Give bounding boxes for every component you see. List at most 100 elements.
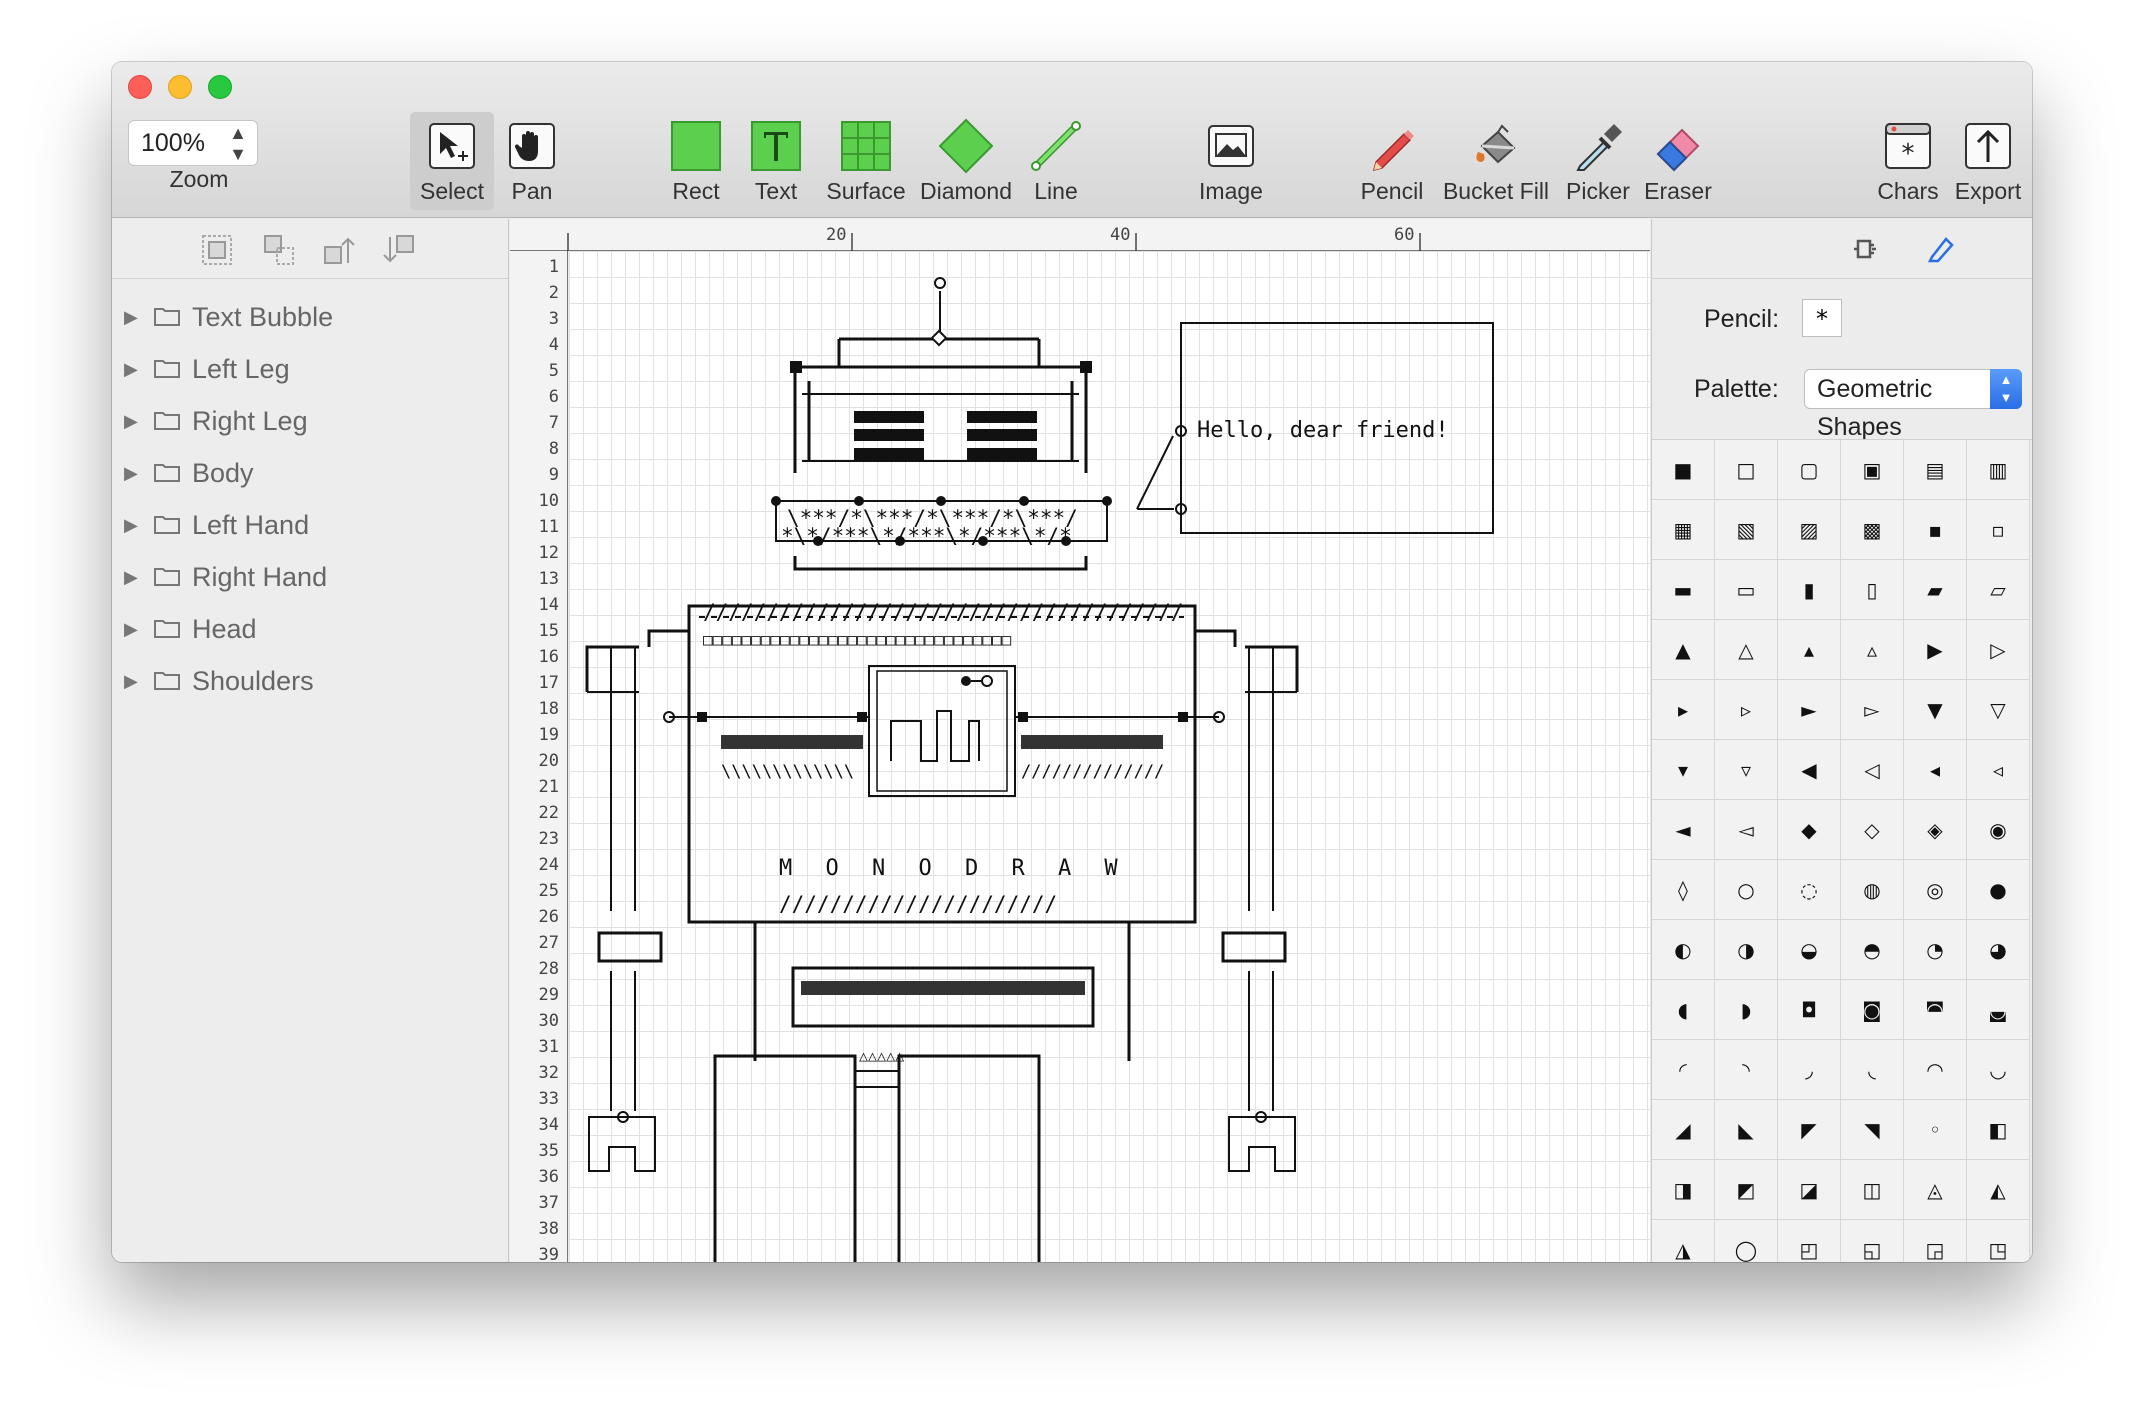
glyph-cell[interactable]: ▷: [1967, 620, 2030, 680]
pan-tool-button[interactable]: Pan: [496, 112, 568, 210]
glyph-cell[interactable]: ▫: [1967, 500, 2030, 560]
glyph-cell[interactable]: ◜: [1652, 1040, 1715, 1100]
stepper-arrows-icon[interactable]: ▲▼: [229, 123, 247, 164]
glyph-cell[interactable]: ◱: [1841, 1220, 1904, 1262]
image-tool-button[interactable]: Image: [1190, 112, 1272, 210]
glyph-cell[interactable]: ◠: [1904, 1040, 1967, 1100]
glyph-cell[interactable]: ◎: [1904, 860, 1967, 920]
glyph-cell[interactable]: ◓: [1841, 920, 1904, 980]
glyph-cell[interactable]: ▪: [1904, 500, 1967, 560]
glyph-cell[interactable]: ◤: [1778, 1100, 1841, 1160]
glyph-cell[interactable]: ◕: [1967, 920, 2030, 980]
glyph-cell[interactable]: ▽: [1967, 680, 2030, 740]
glyph-cell[interactable]: ◰: [1778, 1220, 1841, 1262]
pencil-tool-button[interactable]: Pencil: [1352, 112, 1432, 210]
glyph-cell[interactable]: △: [1715, 620, 1778, 680]
chars-button[interactable]: * Chars: [1870, 112, 1946, 210]
diamond-tool-button[interactable]: Diamond: [916, 112, 1016, 210]
bucket-fill-tool-button[interactable]: Bucket Fill: [1434, 112, 1558, 210]
glyph-cell[interactable]: ◃: [1967, 740, 2030, 800]
glyph-cell[interactable]: ▸: [1652, 680, 1715, 740]
glyph-cell[interactable]: ►: [1778, 680, 1841, 740]
rect-tool-button[interactable]: Rect: [660, 112, 732, 210]
glyph-cell[interactable]: ▼: [1904, 680, 1967, 740]
glyph-cell[interactable]: ◧: [1967, 1100, 2030, 1160]
disclosure-triangle-icon[interactable]: ▶: [124, 411, 138, 431]
pencil-char-field[interactable]: *: [1802, 299, 1842, 337]
disclosure-triangle-icon[interactable]: ▶: [124, 359, 138, 379]
glyph-cell[interactable]: ◥: [1841, 1100, 1904, 1160]
glyph-cell[interactable]: ◭: [1967, 1160, 2030, 1220]
glyph-cell[interactable]: ◩: [1715, 1160, 1778, 1220]
select-tool-button[interactable]: Select: [410, 112, 494, 210]
minimize-window-button[interactable]: [168, 75, 192, 99]
close-window-button[interactable]: [128, 75, 152, 99]
palette-select[interactable]: Geometric Shapes ▲▼: [1804, 369, 2022, 441]
zoom-stepper[interactable]: 100% ▲▼: [128, 120, 258, 166]
glyph-cell[interactable]: ▱: [1967, 560, 2030, 620]
glyph-cell[interactable]: ◑: [1715, 920, 1778, 980]
text-tool-button[interactable]: Text: [740, 112, 812, 210]
disclosure-triangle-icon[interactable]: ▶: [124, 515, 138, 535]
glyph-cell[interactable]: ◨: [1652, 1160, 1715, 1220]
glyph-cell[interactable]: ▩: [1841, 500, 1904, 560]
glyph-cell[interactable]: ▻: [1841, 680, 1904, 740]
glyph-cell[interactable]: ◛: [1967, 980, 2030, 1040]
move-down-icon[interactable]: [382, 233, 416, 267]
glyph-cell[interactable]: ◲: [1904, 1220, 1967, 1262]
layer-item[interactable]: ▶Left Leg: [112, 343, 508, 395]
layer-item[interactable]: ▶Head: [112, 603, 508, 655]
glyph-cell[interactable]: ◂: [1904, 740, 1967, 800]
disclosure-triangle-icon[interactable]: ▶: [124, 463, 138, 483]
disclosure-triangle-icon[interactable]: ▶: [124, 307, 138, 327]
glyph-cell[interactable]: ▤: [1904, 440, 1967, 500]
glyph-cell[interactable]: ◗: [1715, 980, 1778, 1040]
glyph-cell[interactable]: ◈: [1904, 800, 1967, 860]
glyph-cell[interactable]: ▿: [1715, 740, 1778, 800]
layer-item[interactable]: ▶Body: [112, 447, 508, 499]
layer-item[interactable]: ▶Right Leg: [112, 395, 508, 447]
layer-item[interactable]: ▶Text Bubble: [112, 291, 508, 343]
glyph-cell[interactable]: ◣: [1715, 1100, 1778, 1160]
glyph-cell[interactable]: ◫: [1841, 1160, 1904, 1220]
glyph-cell[interactable]: ◢: [1652, 1100, 1715, 1160]
glyph-cell[interactable]: ◪: [1778, 1160, 1841, 1220]
glyph-cell[interactable]: ■: [1652, 440, 1715, 500]
glyph-cell[interactable]: ○: [1715, 860, 1778, 920]
glyph-cell[interactable]: ◚: [1904, 980, 1967, 1040]
glyph-cell[interactable]: ▢: [1778, 440, 1841, 500]
glyph-cell[interactable]: ◅: [1715, 800, 1778, 860]
glyph-cell[interactable]: ◬: [1904, 1160, 1967, 1220]
glyph-cell[interactable]: ◁: [1841, 740, 1904, 800]
glyph-cell[interactable]: ▴: [1778, 620, 1841, 680]
glyph-cell[interactable]: ◘: [1778, 980, 1841, 1040]
glyph-cell[interactable]: ◳: [1967, 1220, 2030, 1262]
export-button[interactable]: Export: [1950, 112, 2026, 210]
glyph-cell[interactable]: ▣: [1841, 440, 1904, 500]
layer-item[interactable]: ▶Right Hand: [112, 551, 508, 603]
glyph-cell[interactable]: ◍: [1841, 860, 1904, 920]
glyph-cell[interactable]: ▨: [1778, 500, 1841, 560]
glyph-cell[interactable]: ◯: [1715, 1220, 1778, 1262]
layer-item[interactable]: ▶Left Hand: [112, 499, 508, 551]
glyph-cell[interactable]: ▮: [1778, 560, 1841, 620]
glyph-cell[interactable]: ▦: [1652, 500, 1715, 560]
disclosure-triangle-icon[interactable]: ▶: [124, 619, 138, 639]
glyph-cell[interactable]: ▾: [1652, 740, 1715, 800]
glyph-cell[interactable]: ◟: [1841, 1040, 1904, 1100]
glyph-cell[interactable]: ▭: [1715, 560, 1778, 620]
glyph-cell[interactable]: ◄: [1652, 800, 1715, 860]
line-tool-button[interactable]: Line: [1020, 112, 1092, 210]
disclosure-triangle-icon[interactable]: ▶: [124, 671, 138, 691]
glyph-cell[interactable]: ◔: [1904, 920, 1967, 980]
glyph-cell[interactable]: ◖: [1652, 980, 1715, 1040]
eraser-tool-button[interactable]: Eraser: [1636, 112, 1720, 210]
layer-item[interactable]: ▶Shoulders: [112, 655, 508, 707]
glyph-cell[interactable]: ▶: [1904, 620, 1967, 680]
ungroup-layers-icon[interactable]: [262, 233, 296, 267]
glyph-cell[interactable]: ◙: [1841, 980, 1904, 1040]
glyph-cell[interactable]: ▲: [1652, 620, 1715, 680]
glyph-cell[interactable]: ▰: [1904, 560, 1967, 620]
glyph-cell[interactable]: ◊: [1652, 860, 1715, 920]
surface-tool-button[interactable]: Surface: [820, 112, 912, 210]
